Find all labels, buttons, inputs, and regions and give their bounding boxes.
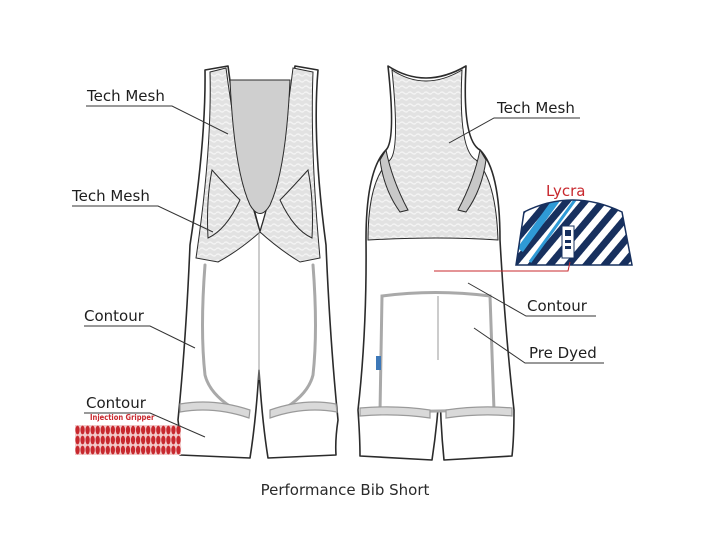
front-contour-seam-right xyxy=(280,263,317,412)
label-front-tech-mesh-side: Tech Mesh xyxy=(71,187,150,205)
label-front-contour: Contour xyxy=(84,307,145,325)
front-side-mesh-left xyxy=(207,168,241,239)
label-injection-gripper: Injection Gripper xyxy=(90,413,155,422)
back-gripper-left xyxy=(359,406,431,419)
back-gripper-right xyxy=(445,406,513,419)
back-strap-right xyxy=(457,148,487,213)
front-side-mesh-right xyxy=(279,168,313,239)
label-pre-dyed: Pre Dyed xyxy=(529,344,597,362)
back-view xyxy=(357,65,515,461)
labels: Tech Mesh Tech Mesh Contour Contour Inje… xyxy=(71,87,597,499)
label-lycra: Lycra xyxy=(546,182,585,200)
front-mesh-center xyxy=(229,79,291,214)
back-side-tag xyxy=(376,356,381,370)
lycra-swatch xyxy=(515,199,633,266)
front-gripper-right xyxy=(269,401,338,419)
label-front-contour-gripper: Contour xyxy=(86,394,147,412)
label-front-tech-mesh-top: Tech Mesh xyxy=(86,87,165,105)
label-back-tech-mesh: Tech Mesh xyxy=(496,99,575,117)
leader-lines xyxy=(72,105,604,438)
front-contour-seam-left xyxy=(201,263,238,412)
front-gripper-left xyxy=(179,401,251,419)
front-view xyxy=(177,65,339,459)
diagram-caption: Performance Bib Short xyxy=(261,481,430,499)
label-back-contour: Contour xyxy=(527,297,588,315)
back-contour-panel xyxy=(378,291,496,414)
back-strap-left xyxy=(379,148,409,213)
injection-gripper-swatch xyxy=(75,425,181,455)
